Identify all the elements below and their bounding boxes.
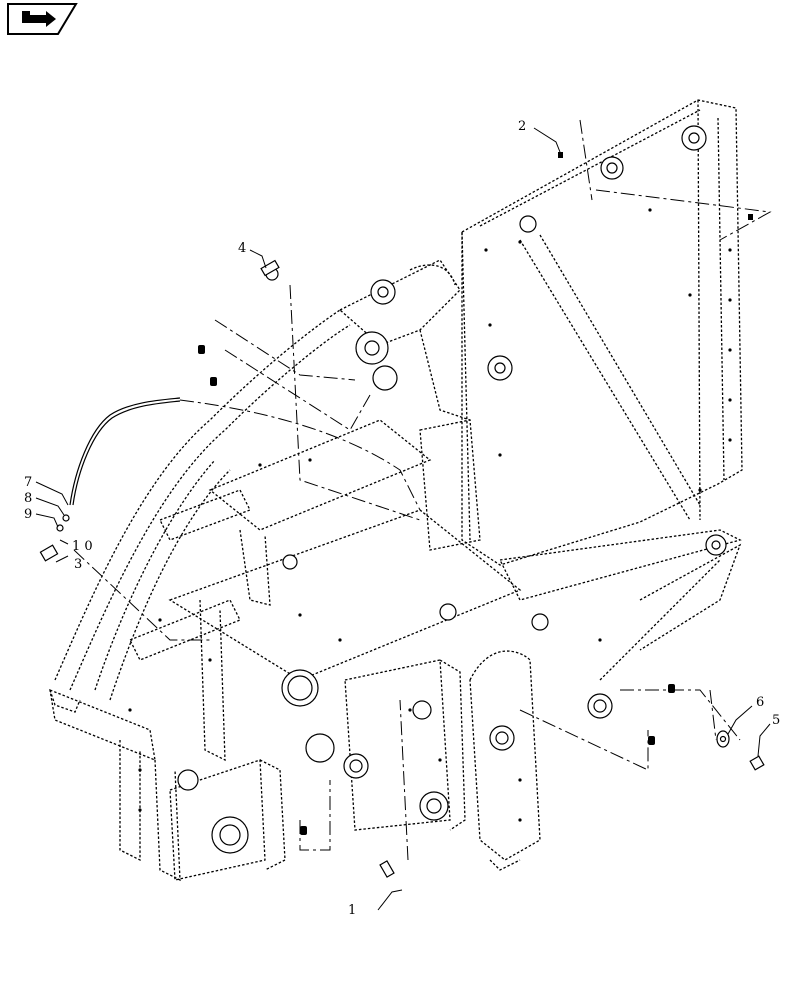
leader-lines — [35, 127, 771, 911]
callout-1: 1 — [348, 903, 356, 918]
callout-8: 8 — [24, 491, 32, 506]
frame-holes — [128, 208, 732, 822]
callout-6: 6 — [756, 695, 764, 710]
callout-3: 3 — [74, 557, 82, 572]
loose-bolts — [198, 152, 753, 835]
callout-5: 5 — [772, 713, 780, 728]
grease-hose — [69, 397, 181, 506]
callout-10: 1 0 — [72, 539, 93, 554]
return-arrow-icon[interactable] — [7, 3, 78, 35]
bearing-assemblies — [177, 125, 727, 854]
callout-2: 2 — [518, 119, 526, 134]
callout-4: 4 — [238, 241, 246, 256]
baler-frame — [49, 99, 743, 882]
callout-9: 9 — [24, 507, 32, 522]
fitting-assemblies — [39, 259, 765, 878]
callout-7: 7 — [24, 475, 32, 490]
phantom-lines — [73, 119, 772, 861]
callout-labels: 1 2 3 4 5 6 7 8 9 1 0 — [24, 119, 780, 918]
